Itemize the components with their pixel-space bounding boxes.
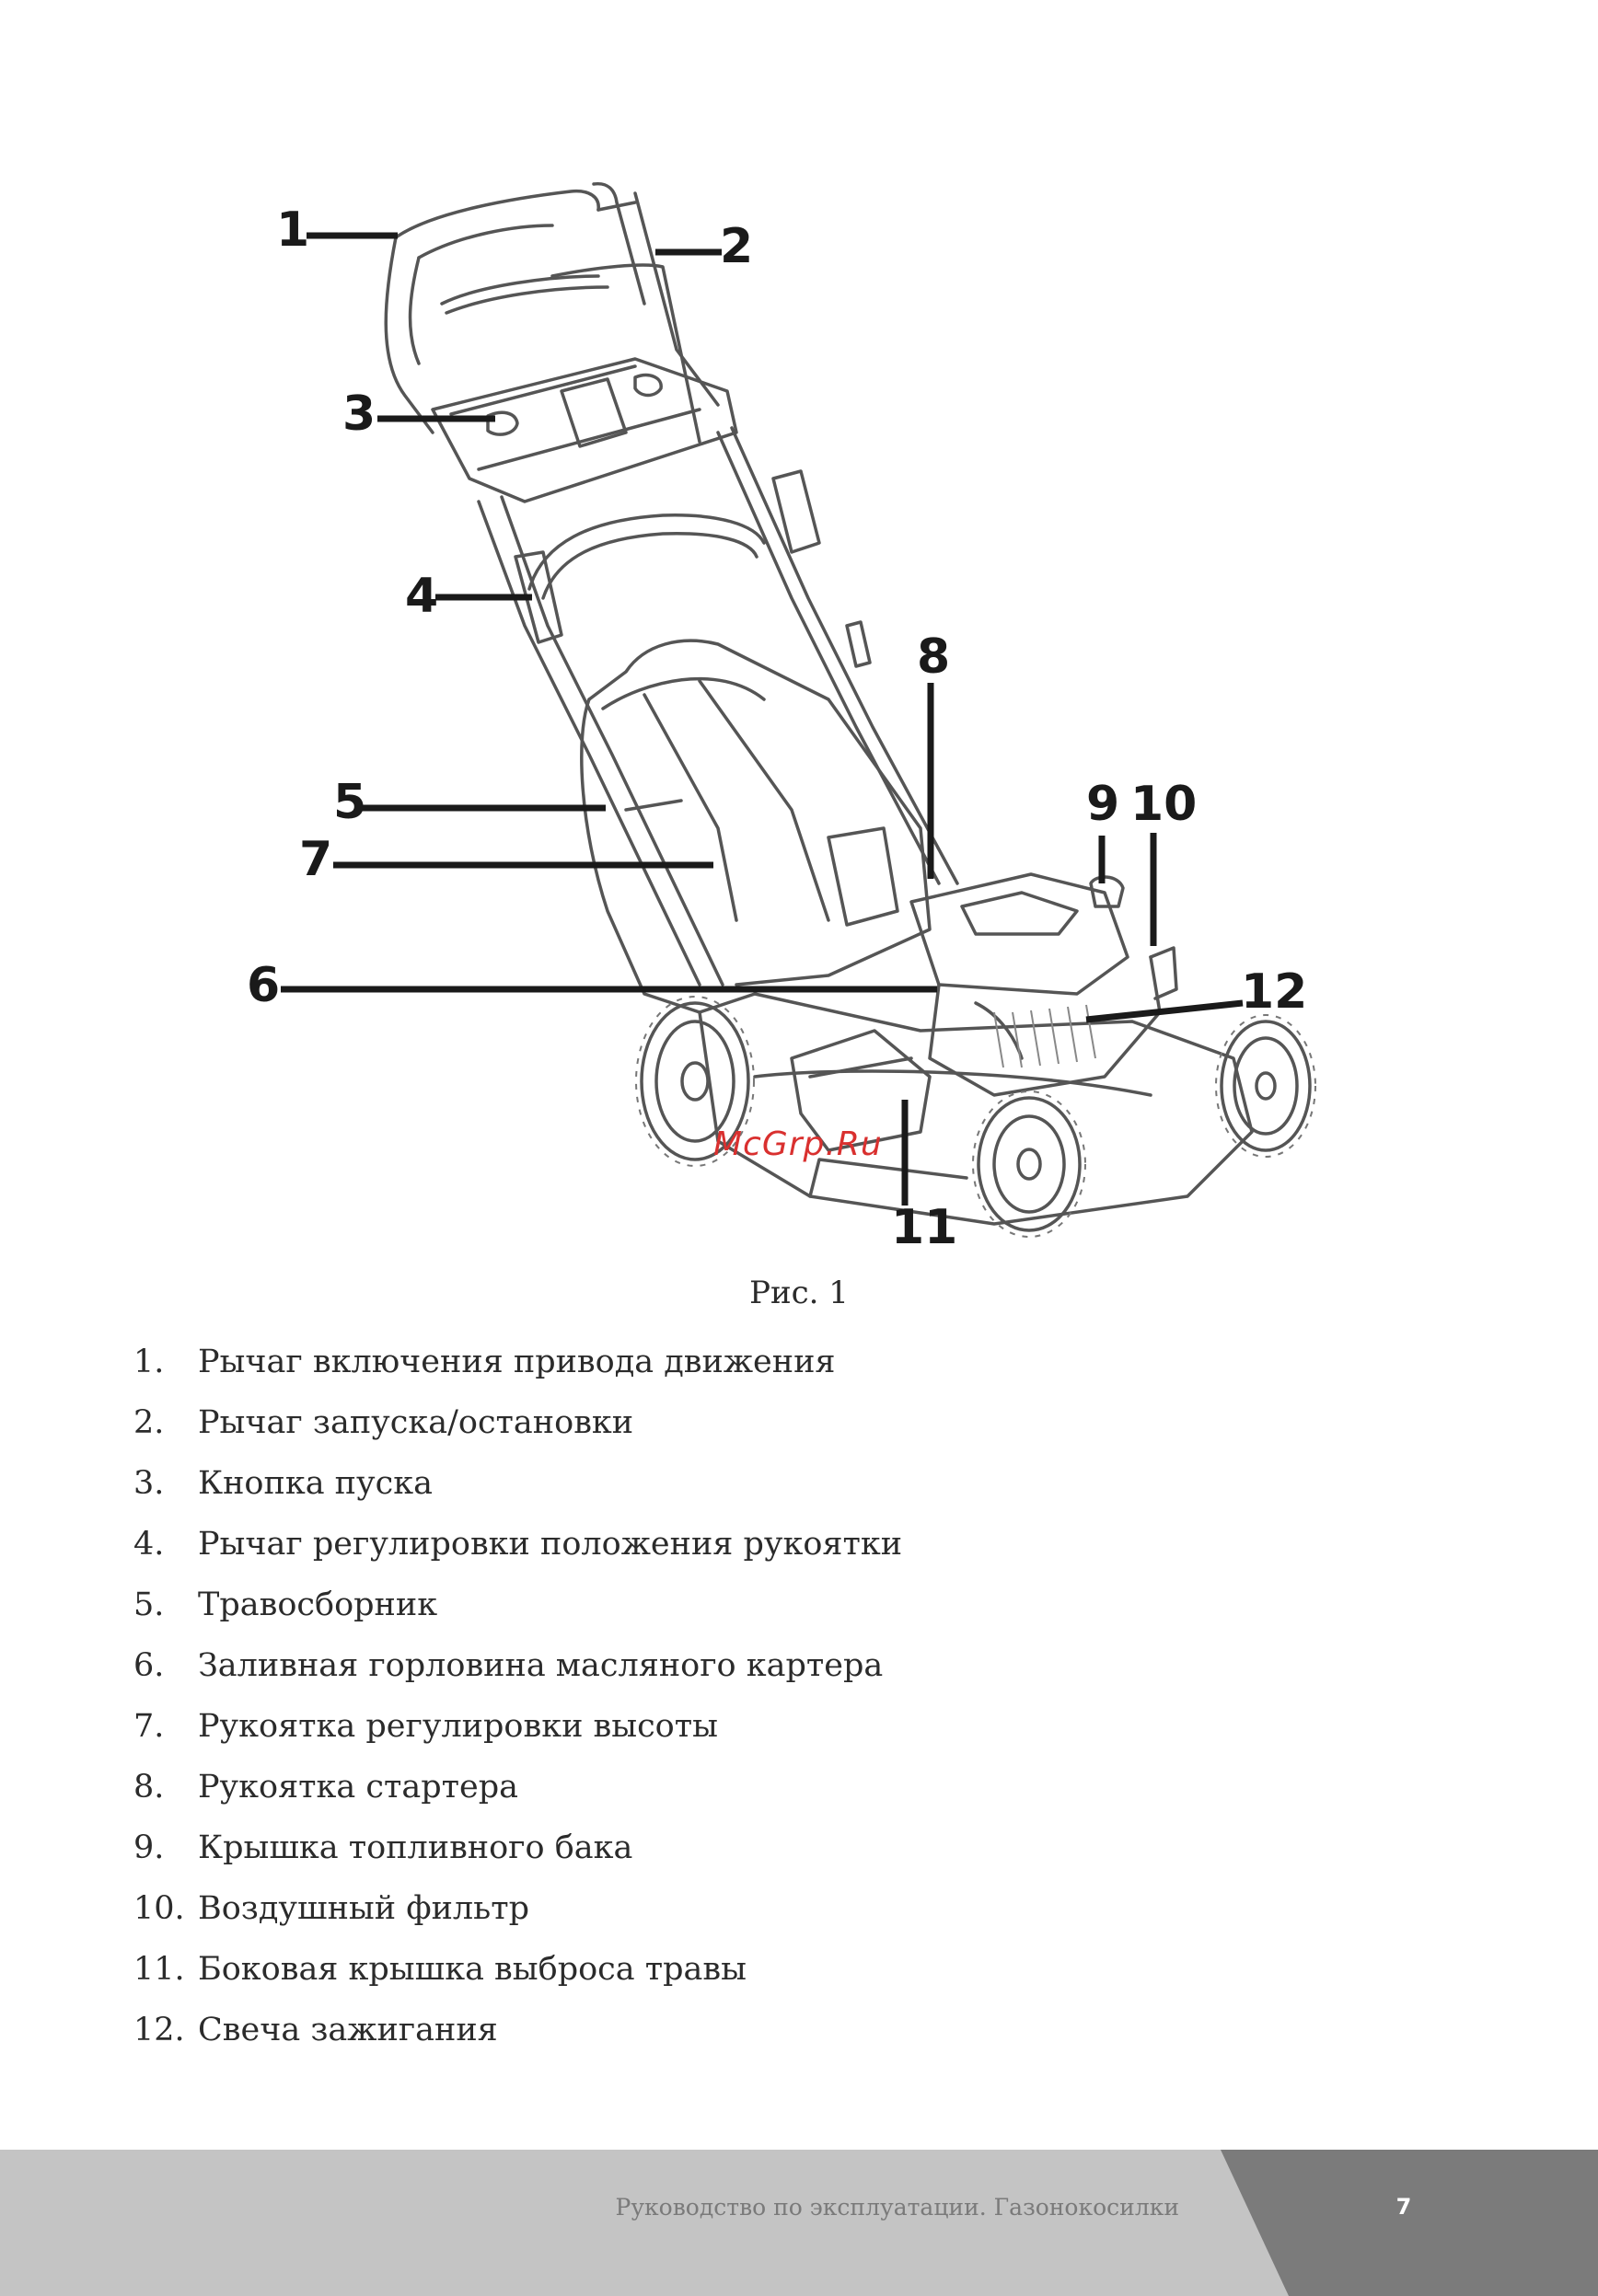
parts-list-number: 8. xyxy=(133,1769,165,1806)
parts-list-item: 12. Свеча зажигания xyxy=(133,2012,902,2072)
callout-2: 2 xyxy=(720,219,754,274)
parts-list-label: Свеча зажигания xyxy=(198,2012,498,2048)
callout-3: 3 xyxy=(342,387,376,442)
parts-list-number: 2. xyxy=(133,1404,165,1441)
callout-11: 11 xyxy=(891,1200,958,1255)
parts-list-item: 1. Рычаг включения привода движения xyxy=(133,1344,902,1404)
lawnmower-figure: 1 2 3 4 5 6 7 8 9 10 11 12 McGrp.Ru xyxy=(247,181,1316,1255)
parts-list-number: 12. xyxy=(133,2012,185,2048)
leader-line-12 xyxy=(1085,999,1244,1023)
parts-list-label: Рычаг включения привода движения xyxy=(198,1344,836,1380)
callout-6: 6 xyxy=(247,958,281,1013)
watermark: McGrp.Ru xyxy=(713,1125,883,1163)
footer-page-tab xyxy=(1221,2150,1598,2296)
parts-list-label: Заливная горловина масляного картера xyxy=(198,1647,884,1684)
parts-list-number: 7. xyxy=(133,1708,165,1745)
parts-list-item: 10. Воздушный фильтр xyxy=(133,1890,902,1951)
callout-7: 7 xyxy=(299,832,333,887)
parts-list-item: 2. Рычаг запуска/остановки xyxy=(133,1404,902,1465)
parts-list-label: Рукоятка стартера xyxy=(198,1769,518,1806)
parts-list-item: 4. Рычаг регулировки положения рукоятки xyxy=(133,1526,902,1586)
figure-caption: Рис. 1 xyxy=(749,1275,849,1311)
parts-list-item: 9. Крышка топливного бака xyxy=(133,1829,902,1890)
parts-list-number: 6. xyxy=(133,1647,165,1684)
parts-list-item: 3. Кнопка пуска xyxy=(133,1465,902,1526)
parts-list-item: 7. Рукоятка регулировки высоты xyxy=(133,1708,902,1769)
callout-4: 4 xyxy=(405,569,439,624)
parts-list-number: 5. xyxy=(133,1586,165,1623)
parts-list: 1. Рычаг включения привода движения 2. Рыча… xyxy=(133,1344,902,2072)
parts-list-item: 11. Боковая крышка выброса травы xyxy=(133,1951,902,2012)
parts-list-number: 4. xyxy=(133,1526,165,1563)
parts-list-label: Воздушный фильтр xyxy=(198,1890,529,1927)
page-number: 7 xyxy=(1395,2194,1412,2220)
parts-list-number: 9. xyxy=(133,1829,165,1866)
footer-title: Руководство по эксплуатации. Газонокосил… xyxy=(615,2194,1179,2221)
callout-9: 9 xyxy=(1086,777,1120,832)
parts-list-label: Травосборник xyxy=(198,1586,438,1623)
lawnmower-drawing xyxy=(281,181,1316,1238)
callout-12: 12 xyxy=(1241,964,1308,1020)
parts-list-number: 1. xyxy=(133,1344,165,1380)
parts-list-label: Рукоятка регулировки высоты xyxy=(198,1708,718,1745)
parts-list-item: 8. Рукоятка стартера xyxy=(133,1769,902,1829)
parts-list-label: Боковая крышка выброса травы xyxy=(198,1951,747,1988)
parts-list-label: Крышка топливного бака xyxy=(198,1829,633,1866)
parts-list-number: 3. xyxy=(133,1465,165,1502)
parts-list-label: Рычаг запуска/остановки xyxy=(198,1404,634,1441)
callout-10: 10 xyxy=(1130,777,1198,832)
leader-lines xyxy=(281,232,1244,1206)
callout-1: 1 xyxy=(276,202,310,258)
parts-list-item: 6. Заливная горловина масляного картера xyxy=(133,1647,902,1708)
parts-list-number: 10. xyxy=(133,1890,185,1927)
callout-5: 5 xyxy=(333,775,367,830)
parts-list-number: 11. xyxy=(133,1951,185,1988)
parts-list-item: 5. Травосборник xyxy=(133,1586,902,1647)
parts-list-label: Рычаг регулировки положения рукоятки xyxy=(198,1526,903,1563)
callout-8: 8 xyxy=(917,629,951,685)
parts-list-label: Кнопка пуска xyxy=(198,1465,433,1502)
page-footer: Руководство по эксплуатации. Газонокосил… xyxy=(0,2150,1598,2296)
